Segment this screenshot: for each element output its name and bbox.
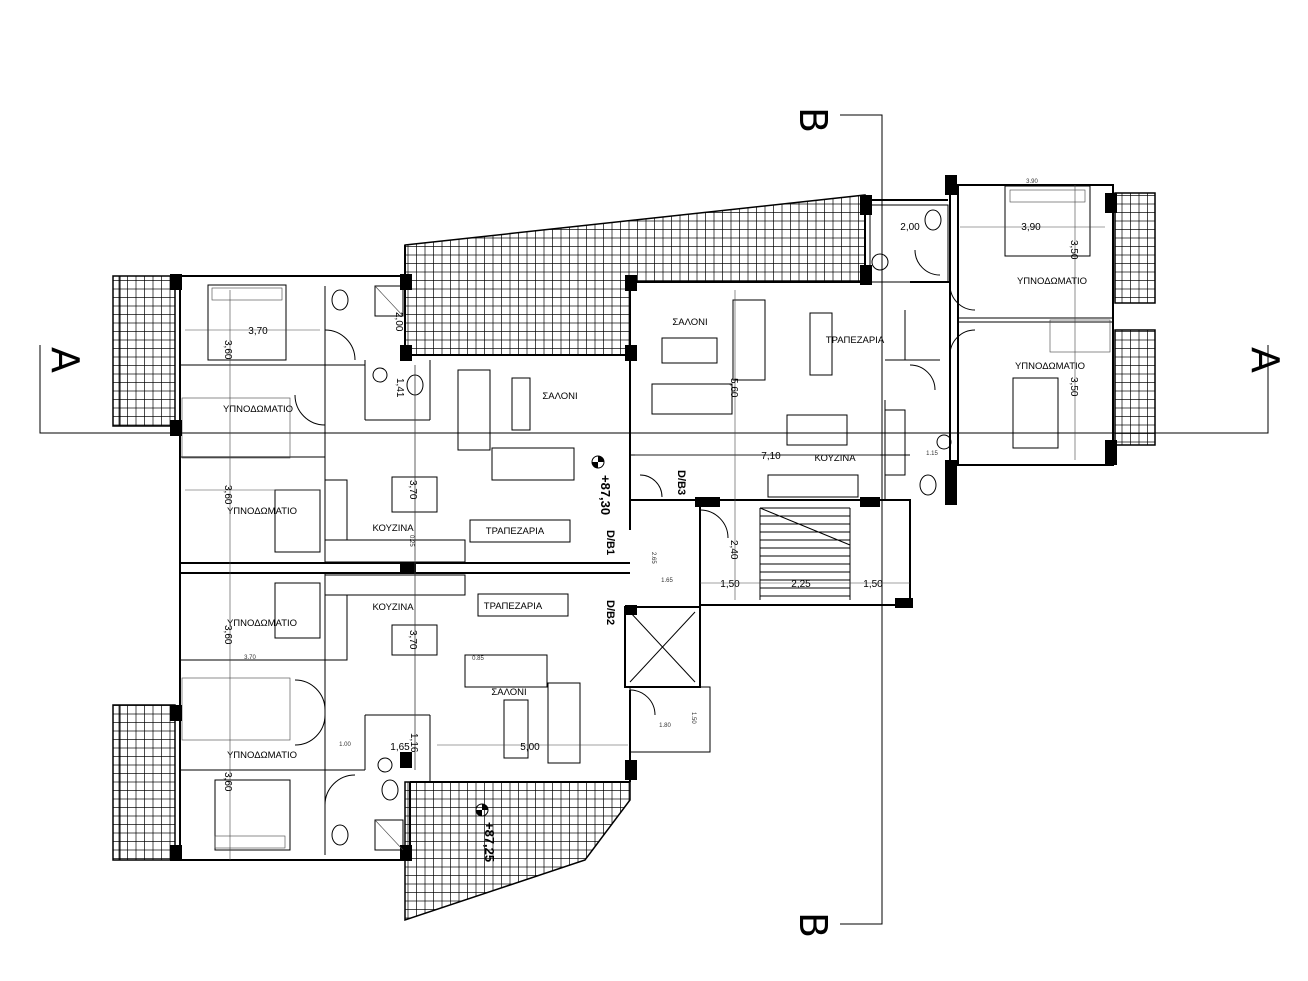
dim-1-50-b: 1,50	[863, 579, 883, 590]
dim-small-3-90: 3.90	[1026, 179, 1038, 185]
section-line-a	[39, 345, 1269, 434]
beds	[207, 185, 1091, 851]
dim-5-60: 5,60	[728, 378, 739, 398]
dim-0-25-a: 0.25	[408, 535, 414, 547]
dim-small-1-50: 1.50	[690, 712, 696, 724]
stair-treads	[759, 507, 851, 600]
dim-7-10: 7,10	[761, 451, 781, 462]
sofas	[457, 299, 766, 764]
room-label-living-1: ΣΑΛΟΝΙ	[542, 391, 577, 402]
room-label-kitchen-3: ΚΟΥΖΙΝΑ	[814, 453, 856, 464]
dim-3-70-c: 3,70	[407, 630, 418, 650]
room-label-bedroom-1: ΥΠΝΟΔΩΜΑΤΙΟ	[223, 404, 293, 415]
dim-2-25: 2,25	[791, 579, 811, 590]
dim-2-40: 2,40	[728, 540, 739, 560]
db1-label: D/B1	[604, 530, 616, 555]
dimension-lines	[185, 185, 1105, 860]
dim-3-60-b: 3,60	[222, 485, 233, 505]
dim-3-70-a: 3,70	[248, 326, 268, 337]
section-a-right-label: A	[1243, 347, 1287, 373]
level-top-label: +87,30	[598, 475, 613, 515]
dim-small-1-65: 1.65	[661, 578, 673, 584]
db2-label: D/B2	[604, 600, 616, 625]
dim-1-65: 1,65	[390, 742, 410, 753]
room-label-dining-2: ΤΡΑΠΕΖΑΡΙΑ	[484, 601, 543, 612]
room-label-bedroom-6: ΥΠΝΟΔΩΜΑΤΙΟ	[1015, 361, 1085, 372]
dim-3-50-a: 3,50	[1068, 240, 1079, 260]
dim-2-00-b: 2,00	[900, 222, 920, 233]
dim-1-50-a: 1,50	[720, 579, 740, 590]
bathroom-fixtures	[331, 209, 952, 851]
section-a-left-label: A	[43, 347, 87, 373]
dim-small-1-00: 1.00	[339, 742, 351, 748]
dim-3-60-c: 3,60	[222, 625, 233, 645]
room-label-living-3: ΣΑΛΟΝΙ	[491, 687, 526, 698]
level-marker-top: +87,30	[591, 455, 613, 515]
dim-small-1-80: 1.80	[659, 723, 671, 729]
room-label-bedroom-2: ΥΠΝΟΔΩΜΑΤΙΟ	[227, 506, 297, 517]
room-label-bedroom-4: ΥΠΝΟΔΩΜΑΤΙΟ	[227, 750, 297, 761]
dim-2-00-a: 2,00	[393, 312, 404, 332]
dining-tables	[469, 312, 848, 617]
dim-3-50-b: 3,50	[1068, 377, 1079, 397]
room-label-kitchen-2: ΚΟΥΖΙΝΑ	[372, 602, 414, 613]
level-bottom-label: +87,25	[482, 822, 497, 862]
dim-small-2-65: 2.65	[650, 552, 656, 564]
section-line-b	[840, 114, 883, 925]
dim-small-1-15: 1.15	[926, 451, 938, 457]
kitchen-counters	[324, 409, 906, 661]
section-b-top-label: B	[791, 107, 835, 133]
room-label-dining-3: ΤΡΑΠΕΖΑΡΙΑ	[826, 335, 885, 346]
room-label-living-2: ΣΑΛΟΝΙ	[672, 317, 707, 328]
balconies	[112, 192, 1156, 922]
dim-small-0-85: 0.85	[472, 656, 484, 662]
level-marker-bottom: +87,25	[475, 803, 497, 862]
dim-3-60-d: 3,60	[222, 772, 233, 792]
room-label-kitchen-1: ΚΟΥΖΙΝΑ	[372, 523, 414, 534]
dim-1-41: 1,41	[394, 378, 405, 398]
dim-3-90: 3,90	[1021, 222, 1041, 233]
room-label-bedroom-3: ΥΠΝΟΔΩΜΑΤΙΟ	[227, 618, 297, 629]
dim-1-16: 1,16	[408, 733, 419, 753]
dim-small-3-70: 3.70	[244, 655, 256, 661]
dim-5-00: 5,00	[520, 742, 540, 753]
columns	[170, 175, 1117, 861]
room-label-bedroom-5: ΥΠΝΟΔΩΜΑΤΙΟ	[1017, 276, 1087, 287]
section-b-bottom-label: B	[791, 912, 835, 938]
dim-3-70-b: 3,70	[407, 480, 418, 500]
dim-3-60-a: 3,60	[222, 340, 233, 360]
doors	[294, 249, 976, 806]
db3-label: D/B3	[675, 470, 687, 495]
room-label-dining-1: ΤΡΑΠΕΖΑΡΙΑ	[486, 526, 545, 537]
